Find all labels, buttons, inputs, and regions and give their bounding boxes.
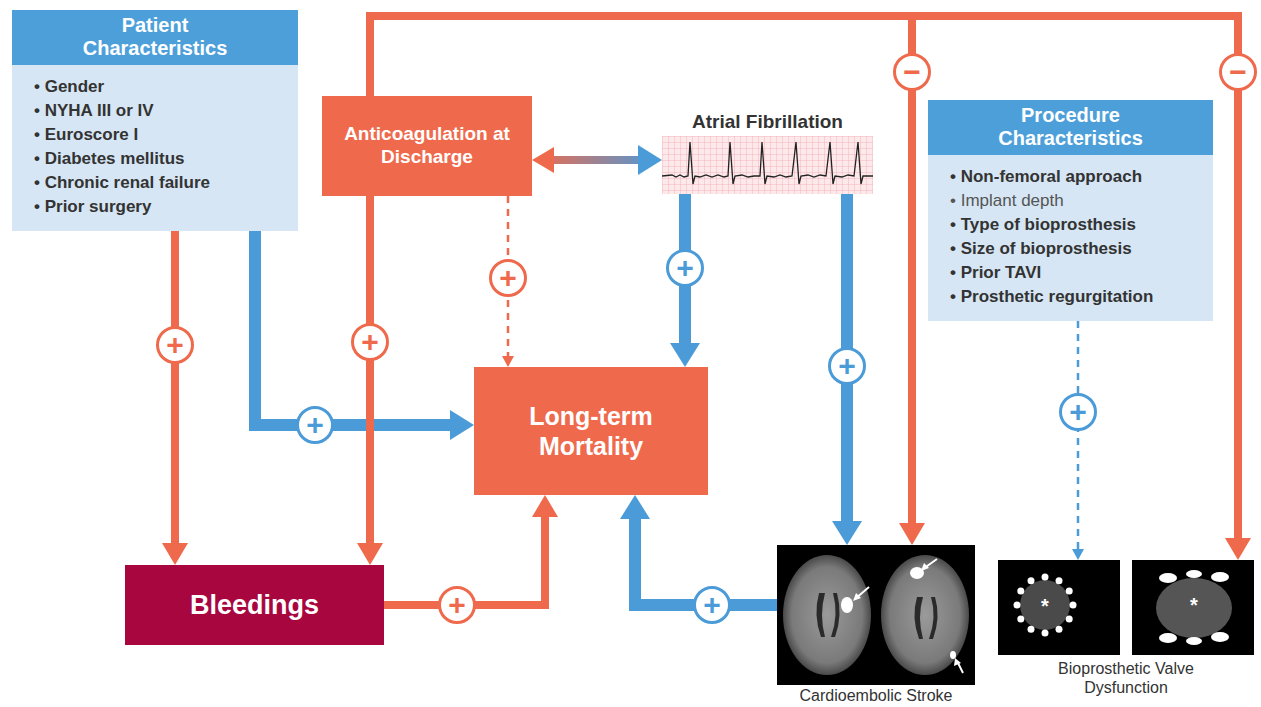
node-text: • Chronic renal failure: [34, 171, 286, 195]
ecg-trace: [662, 142, 873, 184]
brain-slice: [783, 555, 871, 675]
image-marker: *: [1186, 595, 1202, 615]
valve-lumen: [1156, 578, 1232, 638]
node-text: • Euroscore I: [34, 123, 286, 147]
illustration-part: [1028, 577, 1035, 584]
sign-label: +: [1059, 393, 1097, 431]
sign-label: +: [438, 586, 476, 624]
panel-body: • Non-femoral approach• Implant depth• T…: [928, 155, 1213, 321]
node-text: • Prior surgery: [34, 195, 286, 219]
illustration-part: [1070, 602, 1077, 609]
node-text: • Gender: [34, 75, 286, 99]
stent-struts: [1159, 570, 1229, 645]
node-heading: Cardioembolic Stroke: [777, 686, 975, 705]
node-heading: Bioprosthetic Valve Dysfunction: [1026, 659, 1226, 697]
node-text: • Diabetes mellitus: [34, 147, 286, 171]
ventricle: [914, 597, 937, 639]
dashed-arrow: [1077, 321, 1080, 549]
influence-arrow: [366, 196, 374, 543]
illustration-part: [1159, 633, 1177, 643]
illustration-part: [1042, 630, 1049, 637]
node-text: • Type of bioprosthesis: [950, 213, 1201, 237]
sign-label: +: [666, 249, 704, 287]
factor-box: Anticoagulation at Discharge: [322, 96, 532, 196]
node-heading: Patient Characteristics: [65, 14, 245, 60]
illustration-part: [1066, 588, 1073, 595]
illustration-part: [1056, 577, 1063, 584]
ecg-figure: Atrial Fibrillation: [660, 110, 875, 194]
illustration-part: [1017, 616, 1024, 623]
sign-label: −: [1219, 53, 1257, 91]
ventricle: [816, 593, 839, 637]
panel-body: • Gender• NYHA III or IV• Euroscore I• D…: [12, 65, 298, 231]
sign-label: +: [351, 323, 389, 361]
sign-label: +: [296, 406, 334, 444]
mri-ground: [777, 545, 975, 685]
illustration-part: [1017, 588, 1024, 595]
sign-label: +: [489, 259, 527, 297]
ct-ground: [1132, 560, 1254, 655]
outcome-box: Bleedings: [125, 565, 384, 645]
node-heading: Atrial Fibrillation: [660, 110, 875, 134]
pointer-head: [954, 658, 961, 666]
ecg-grid: [662, 136, 873, 194]
sign-label: +: [828, 347, 866, 385]
connector-group: [175, 16, 1238, 605]
ecg-strip: [662, 136, 873, 194]
characteristics-panel: Patient Characteristics • Gender• NYHA II…: [12, 10, 298, 231]
illustration-part: [1028, 626, 1035, 633]
panel-header: Patient Characteristics: [12, 10, 298, 65]
node-text: • Size of bioprosthesis: [950, 237, 1201, 261]
sign-label: −: [893, 53, 931, 91]
image-marker: *: [1037, 596, 1053, 616]
illustration-part: [1186, 637, 1202, 645]
stent-struts: [1014, 574, 1077, 637]
node-text: • Non-femoral approach: [950, 165, 1201, 189]
influence-arrow: [370, 16, 912, 523]
illustration-part: [1066, 616, 1073, 623]
lesion: [841, 597, 853, 613]
illustration-part: [1042, 574, 1049, 581]
node-text: • Prosthetic regurgitation: [950, 285, 1201, 309]
brain-mri: [777, 545, 975, 685]
node-text: • NYHA III or IV: [34, 99, 286, 123]
influence-arrow: [370, 16, 1238, 538]
illustration-part: [1211, 632, 1229, 642]
brain-slice: [881, 555, 969, 675]
influence-arrow: [554, 156, 638, 164]
illustration-part: [1211, 572, 1229, 582]
influence-arrow: [255, 231, 450, 425]
outcome-box: Long-term Mortality: [474, 367, 708, 495]
illustration-part: [1014, 602, 1021, 609]
node-heading: Long-term Mortality: [502, 401, 680, 461]
ct-ground: [998, 560, 1120, 655]
illustration-part: [1159, 573, 1177, 583]
pointer-head: [853, 593, 861, 601]
node-heading: Anticoagulation at Discharge: [338, 123, 516, 169]
valve-lumen: [1020, 580, 1070, 630]
characteristics-panel: Procedure Characteristics • Non-femoral a…: [928, 100, 1213, 321]
box-text: Long-term Mortality: [502, 401, 680, 461]
pointer-head: [921, 563, 929, 571]
node-heading: Bleedings: [190, 589, 319, 621]
influence-arrow: [171, 231, 179, 543]
stroke-figure: Cardioembolic Stroke: [777, 545, 975, 705]
sign-label: +: [693, 586, 731, 624]
node-text: • Prior TAVI: [950, 261, 1201, 285]
node-text: • Implant depth: [950, 189, 1201, 213]
node-heading: Procedure Characteristics: [976, 104, 1166, 150]
valve-ct-axial: [998, 560, 1120, 655]
box-text: Anticoagulation at Discharge: [338, 123, 516, 169]
box-text: Bleedings: [190, 589, 319, 621]
ecg-paper: [662, 136, 873, 194]
valve-figure: Bioprosthetic Valve Dysfunction: [998, 560, 1254, 697]
illustration-part: [1056, 626, 1063, 633]
sign-label: +: [156, 326, 194, 364]
lesion: [950, 651, 956, 659]
panel-header: Procedure Characteristics: [928, 100, 1213, 155]
illustration-part: [1186, 570, 1202, 578]
valve-ct-long: [1132, 560, 1254, 655]
